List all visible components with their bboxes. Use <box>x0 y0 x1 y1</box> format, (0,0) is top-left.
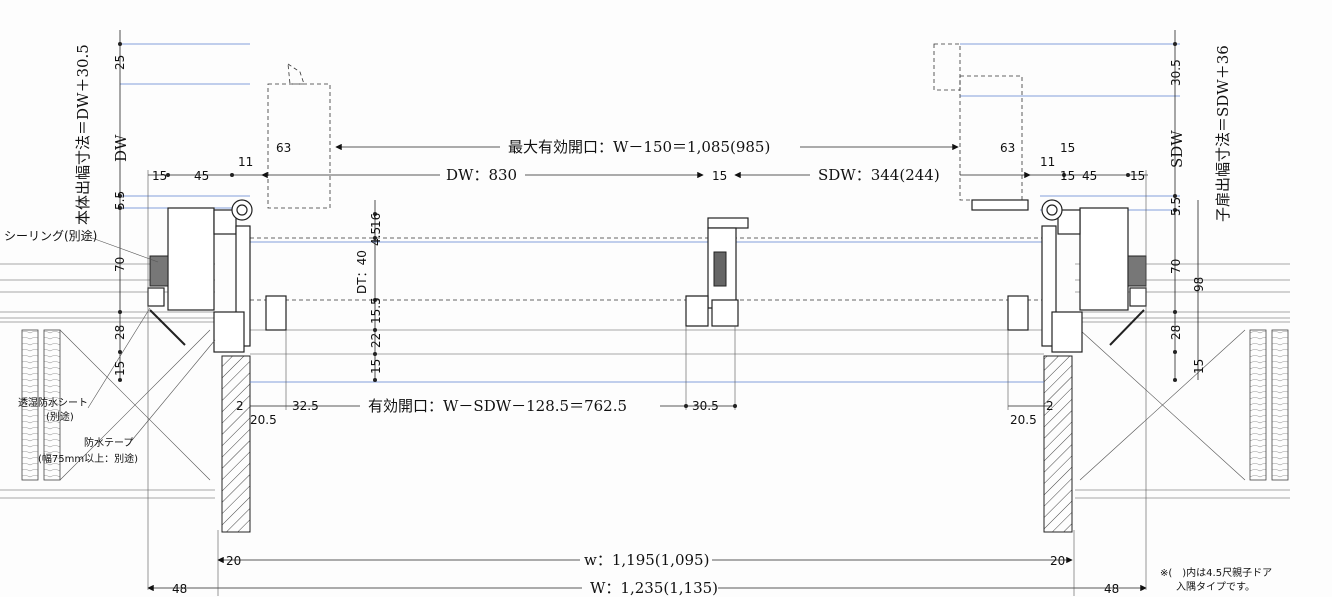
dim-b30-5: 30.5 <box>692 399 719 413</box>
dim-t15-right3: 15 <box>1060 169 1075 183</box>
center-meeting-profile <box>685 217 749 327</box>
dim-b20-right: 20 <box>1050 554 1065 568</box>
dim-b2-left: 2 <box>236 399 244 413</box>
dim-r70: 70 <box>1169 259 1183 274</box>
dim-b48-right: 48 <box>1104 582 1119 596</box>
dim-r15: 15 <box>1192 359 1206 374</box>
dimension-lines <box>87 30 1199 596</box>
w-small-label: w：1,195(1,095) <box>584 551 709 569</box>
dim-r30-5: 30.5 <box>1169 59 1183 86</box>
dt-label: DT：40 <box>355 250 369 294</box>
dim-t11-right: 11 <box>1040 155 1055 169</box>
dim-t11-left: 11 <box>238 155 253 169</box>
dim-t45-left: 45 <box>194 169 209 183</box>
dw-label: DW：830 <box>446 166 517 184</box>
dim-t15-right2: 15 <box>1130 169 1145 183</box>
waterproof-tape-note: 防水テープ <box>84 436 133 449</box>
dim-b2-right: 2 <box>1046 399 1054 413</box>
sealing-note: シーリング(別途) <box>4 228 97 243</box>
dim-b20-left: 20 <box>226 554 241 568</box>
dim-c22: 22 <box>369 333 383 348</box>
sdw-label: SDW：344(244) <box>818 166 940 184</box>
dim-b32-5: 32.5 <box>292 399 319 413</box>
waterproof-tape-width-note: (幅75mm以上：別途) <box>38 452 138 465</box>
dim-c16: 16 <box>369 213 383 228</box>
dim-c15-5: 15.5 <box>369 297 383 324</box>
dim-b48-left: 48 <box>172 582 187 596</box>
left-jamb <box>221 355 251 533</box>
w-big-label: W：1,235(1,135) <box>590 579 718 597</box>
dim-l25: 25 <box>113 55 127 70</box>
right-frame-profile <box>933 43 1147 353</box>
dimension-numbers: 25 5.5 70 28 15 30.5 5.5 70 98 28 15 4.5… <box>113 55 1206 596</box>
footnote-line1: ※( )内は4.5尺親子ドア <box>1160 566 1272 579</box>
footnote-line2: 入隅タイプです。 <box>1176 581 1255 593</box>
dim-r98: 98 <box>1192 277 1206 292</box>
effective-opening-label: 有効開口：W－SDW－128.5＝762.5 <box>368 397 627 415</box>
left-frame-profile <box>147 63 331 353</box>
dim-t15-left: 15 <box>152 169 167 183</box>
dim-l5-5: 5.5 <box>113 191 127 210</box>
dim-b20-5-left: 20.5 <box>250 413 277 427</box>
right-sdw-label: SDW <box>1168 130 1186 168</box>
moisture-sheet-note: 透湿防水シート <box>18 396 88 409</box>
dim-t15-center: 15 <box>712 169 727 183</box>
moisture-sheet-sep-note: (別途) <box>46 410 74 423</box>
max-opening-label: 最大有効開口：W－150＝1,085(985) <box>508 138 770 156</box>
right-vertical-title: 子扉出幅寸法＝SDW＋36 <box>1214 45 1232 222</box>
dim-l15: 15 <box>113 361 127 376</box>
dim-l28: 28 <box>113 325 127 340</box>
dim-b20-5-right: 20.5 <box>1010 413 1037 427</box>
dim-t45-right: 45 <box>1082 169 1097 183</box>
dim-l70: 70 <box>113 257 127 272</box>
dim-r28: 28 <box>1169 325 1183 340</box>
left-dw-label: DW <box>112 134 130 162</box>
guide-lines <box>120 43 1180 383</box>
dim-t15-right: 15 <box>1060 141 1075 155</box>
dim-t63-left: 63 <box>276 141 291 155</box>
wall-layers <box>0 263 1290 533</box>
dim-c15: 15 <box>369 359 383 374</box>
dim-t63-right: 63 <box>1000 141 1015 155</box>
left-vertical-title: 本体出幅寸法＝DW＋30.5 <box>74 44 92 225</box>
dim-c4-5: 4.5 <box>369 227 383 246</box>
dim-r5-5: 5.5 <box>1169 197 1183 216</box>
right-jamb <box>1043 355 1073 533</box>
